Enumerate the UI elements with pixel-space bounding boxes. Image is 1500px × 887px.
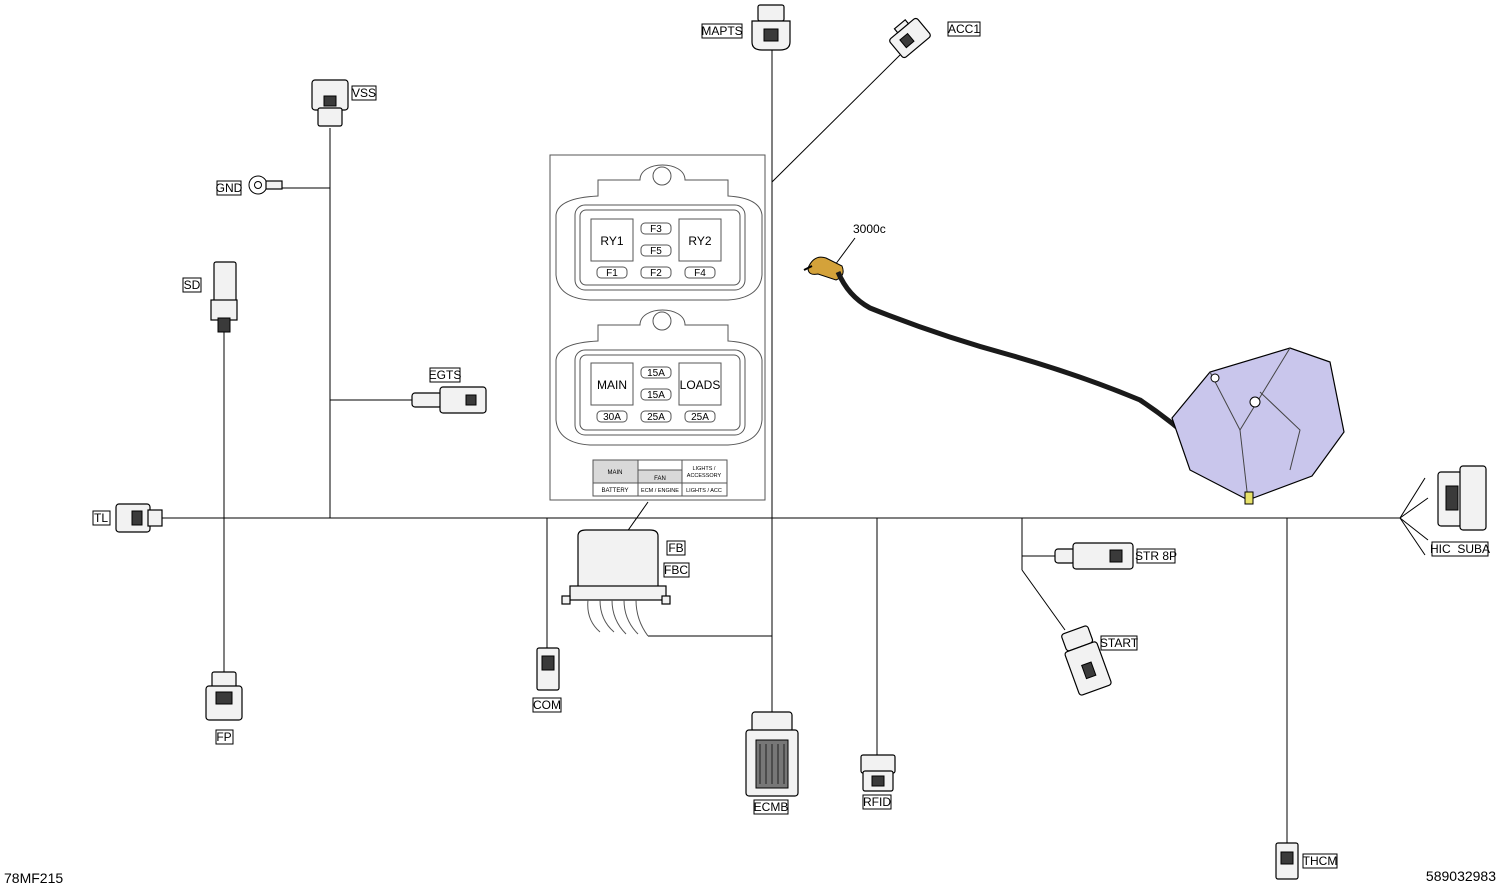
fuse-15a-2: 15A xyxy=(647,390,665,401)
thcm-connector xyxy=(1275,842,1299,880)
fuse-box: RY1 RY2 F3 F5 F1 F2 F4 MAIN LOADS 15A xyxy=(549,154,766,501)
legend-main: MAIN xyxy=(608,470,623,476)
label-acc1: ACC1 xyxy=(947,21,981,37)
svg-text:COM: COM xyxy=(533,698,561,712)
svg-text:ECMB: ECMB xyxy=(754,800,789,814)
rfid-connector xyxy=(860,754,896,792)
hic-suba-connector xyxy=(1437,465,1487,531)
svg-text:FBC: FBC xyxy=(664,563,688,577)
label-start: START xyxy=(1100,635,1139,651)
fbc-connector xyxy=(561,529,671,637)
start-connector xyxy=(1061,625,1112,696)
ecm-module xyxy=(1171,347,1345,505)
label-fbc: FBC xyxy=(663,562,690,578)
svg-text:ACC1: ACC1 xyxy=(948,22,980,36)
label-str8p: STR 8P xyxy=(1135,548,1177,564)
relay-main: MAIN xyxy=(597,378,627,392)
relay-ry1: RY1 xyxy=(600,234,623,248)
fuse-25a-2: 25A xyxy=(691,412,709,423)
svg-text:EGTS: EGTS xyxy=(429,368,462,382)
fuse-15a-1: 15A xyxy=(647,368,665,379)
label-3000c: 3000c xyxy=(853,222,886,236)
svg-text:FB: FB xyxy=(668,541,683,555)
svg-text:RFID: RFID xyxy=(863,795,891,809)
svg-text:THCM: THCM xyxy=(1303,854,1338,868)
svg-text:VSS: VSS xyxy=(352,86,376,100)
label-gnd: GND xyxy=(216,180,243,196)
harness-wires xyxy=(160,50,1429,843)
ground-lug-3000c xyxy=(803,256,844,281)
svg-text:HIC SUBA: HIC SUBA xyxy=(1430,542,1490,556)
legend-battery: BATTERY xyxy=(601,488,628,494)
vss-connector xyxy=(311,79,349,127)
label-thcm: THCM xyxy=(1302,853,1338,869)
label-vss: VSS xyxy=(351,85,377,101)
legend-accessory: ACCESSORY xyxy=(687,473,722,479)
svg-text:GND: GND xyxy=(216,181,243,195)
relay-ry2: RY2 xyxy=(688,234,711,248)
svg-text:START: START xyxy=(1100,636,1139,650)
label-fp: FP xyxy=(215,729,234,745)
ecmb-connector xyxy=(745,711,799,797)
svg-text:TL: TL xyxy=(94,511,108,525)
fp-connector xyxy=(205,671,243,721)
com-connector xyxy=(536,647,560,691)
gnd-ring-terminal xyxy=(248,175,283,195)
label-ecmb: ECMB xyxy=(753,799,789,815)
label-hic-suba: HIC SUBA xyxy=(1430,541,1490,557)
acc1-connector xyxy=(889,17,931,59)
fuse-block-top: RY1 RY2 F3 F5 F1 F2 F4 xyxy=(555,164,763,301)
ground-cable xyxy=(835,270,1247,497)
fuse-f4: F4 xyxy=(694,268,706,279)
drawing-code-left: 78MF215 xyxy=(4,870,63,886)
label-fb: FB xyxy=(666,540,686,556)
legend-lights-acc: LIGHTS / ACC xyxy=(686,488,722,494)
label-sd: SD xyxy=(182,277,202,293)
svg-text:MAPTS: MAPTS xyxy=(701,24,742,38)
fuse-block-bottom: MAIN LOADS 15A 15A 30A 25A 25A xyxy=(555,309,763,446)
fuse-f1: F1 xyxy=(606,268,618,279)
fuse-f2: F2 xyxy=(650,268,662,279)
fuse-25a-1: 25A xyxy=(647,412,665,423)
legend-lights: LIGHTS / xyxy=(693,466,716,472)
svg-text:STR 8P: STR 8P xyxy=(1135,549,1177,563)
part-number-right: 589032983 xyxy=(1426,868,1496,884)
label-egts: EGTS xyxy=(429,367,462,383)
svg-text:SD: SD xyxy=(184,278,201,292)
svg-text:FP: FP xyxy=(216,730,231,744)
fuse-30a: 30A xyxy=(603,412,621,423)
str8p-connector xyxy=(1054,542,1134,570)
mapts-connector xyxy=(751,4,791,51)
label-rfid: RFID xyxy=(862,794,892,810)
tl-connector xyxy=(115,503,163,533)
fuse-f3: F3 xyxy=(650,224,662,235)
legend-ecm-engine: ECM / ENGINE xyxy=(641,488,679,494)
fuse-f5: F5 xyxy=(650,246,662,257)
fuse-legend: MAIN FAN LIGHTS / ACCESSORY BATTERY ECM … xyxy=(592,459,728,497)
label-mapts: MAPTS xyxy=(701,23,743,39)
relay-loads: LOADS xyxy=(680,378,721,392)
sd-connector xyxy=(210,261,238,333)
egts-connector xyxy=(411,386,487,414)
label-com: COM xyxy=(532,697,562,713)
legend-fan: FAN xyxy=(654,476,666,482)
label-tl: TL xyxy=(92,510,111,526)
